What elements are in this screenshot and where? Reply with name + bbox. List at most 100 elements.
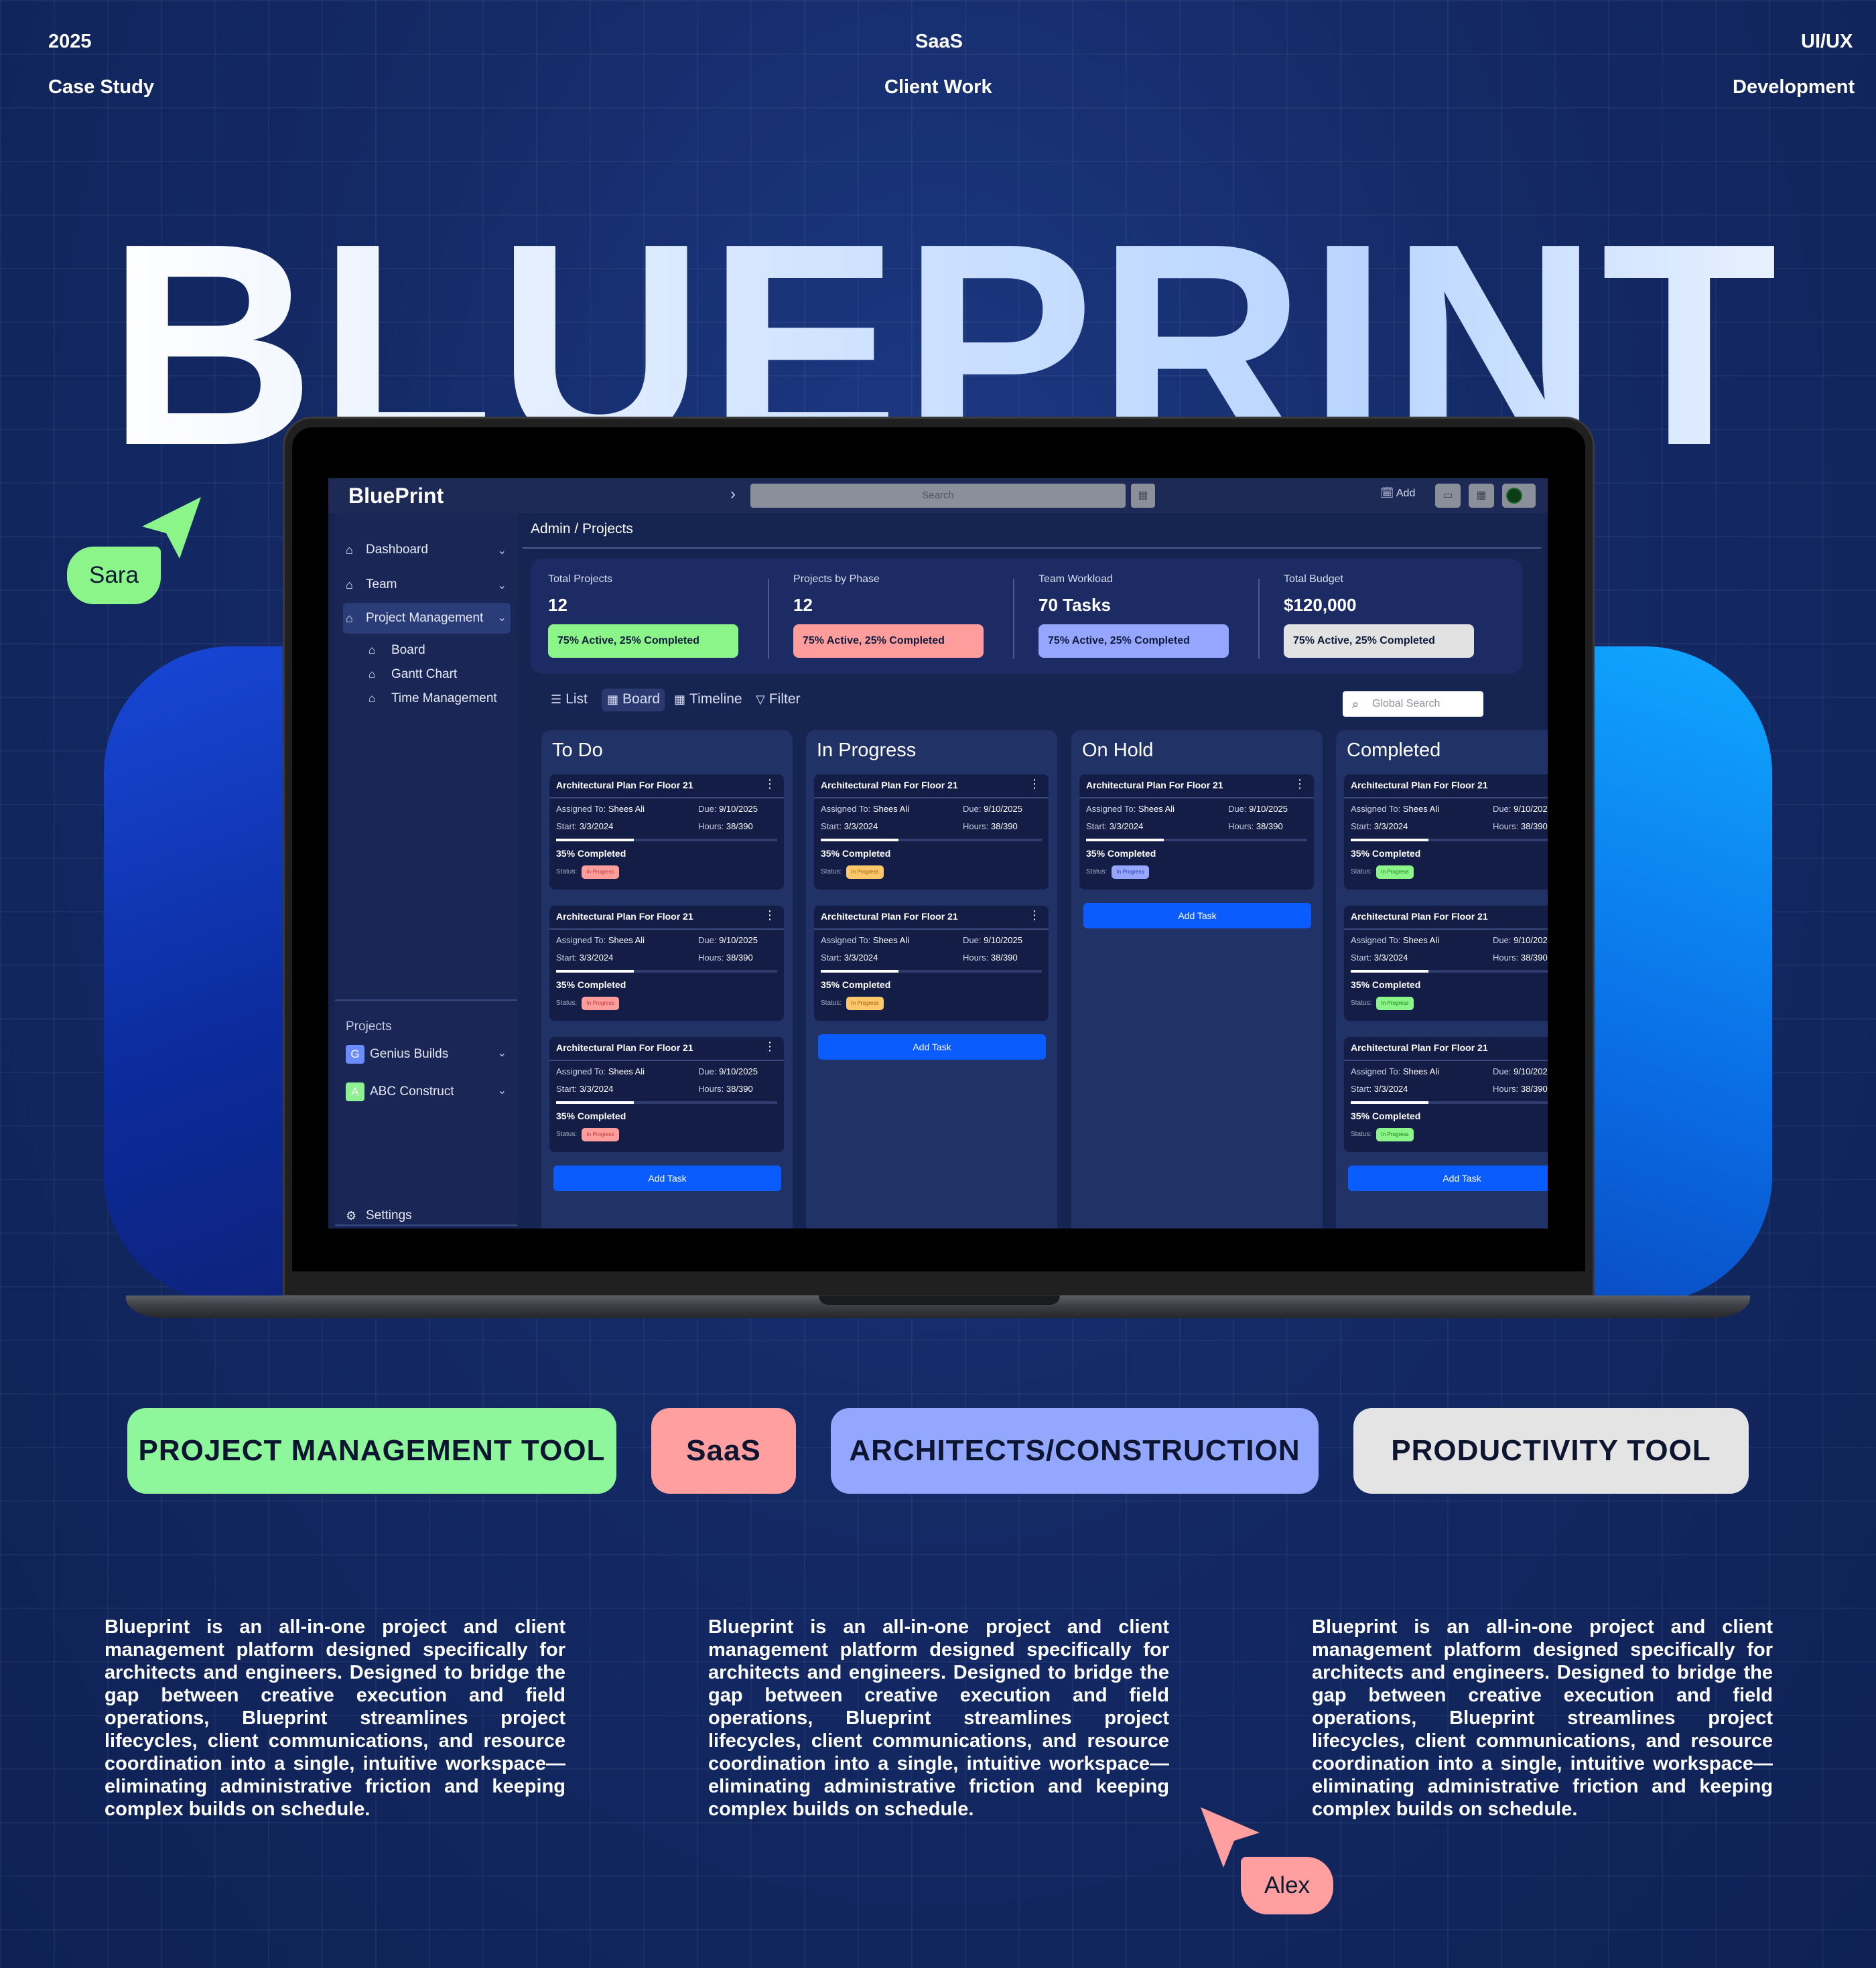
- sidebar-item-project-management[interactable]: ⌂ Project Management: [346, 611, 483, 626]
- column-title: To Do: [552, 740, 603, 761]
- task-card[interactable]: Architectural Plan For Floor 21⋮Assigned…: [1344, 906, 1548, 1021]
- add-task-button[interactable]: Add Task: [553, 1166, 781, 1191]
- user-menu[interactable]: [1502, 484, 1536, 508]
- chevron-down-icon[interactable]: ⌄: [497, 1085, 507, 1097]
- stat-value: 70 Tasks: [1038, 595, 1111, 615]
- add-task-button[interactable]: Add Task: [1083, 903, 1311, 928]
- status-badge: In Progress: [1112, 865, 1149, 879]
- sidebar-item-dashboard[interactable]: ⌂ Dashboard: [346, 543, 428, 557]
- task-title: Architectural Plan For Floor 21: [1086, 780, 1223, 790]
- task-assigned: Assigned To: Shees Ali: [1351, 1066, 1439, 1076]
- sidebar-divider: [335, 1224, 517, 1226]
- task-card[interactable]: Architectural Plan For Floor 21 ⋮ Assigned…: [1079, 774, 1314, 890]
- status-label: Status:: [1351, 1131, 1372, 1138]
- view-label: Board: [622, 691, 661, 707]
- start-value: 3/3/2024: [844, 953, 878, 963]
- status-label: Status:: [821, 868, 842, 875]
- kebab-menu-icon[interactable]: ⋮: [764, 777, 776, 790]
- task-start: Start: 3/3/2024: [821, 953, 878, 963]
- view-timeline[interactable]: ▦ Timeline: [674, 691, 742, 707]
- sidebar-subitem-time-management[interactable]: ⌂ Time Management: [368, 691, 497, 706]
- due-value: 9/10/2025: [984, 804, 1022, 814]
- sidebar-project-label: ABC Construct: [370, 1084, 454, 1099]
- task-due: Due: 9/10/2025: [1493, 804, 1548, 814]
- chevron-down-icon[interactable]: ⌄: [497, 612, 507, 624]
- progress-text: 35% Completed: [1351, 848, 1421, 859]
- assigned-value: Shees Ali: [1138, 804, 1175, 814]
- kebab-menu-icon[interactable]: ⋮: [764, 908, 776, 922]
- cursor-arrow-icon: [1201, 1807, 1260, 1868]
- search-input[interactable]: Search: [750, 484, 1126, 508]
- sidebar-subitem-board[interactable]: ⌂ Board: [368, 643, 425, 658]
- sidebar-project-abc-construct[interactable]: A ABC Construct: [346, 1082, 454, 1101]
- task-assigned: Assigned To: Shees Ali: [1086, 804, 1175, 814]
- task-card[interactable]: Architectural Plan For Floor 21⋮Assigned…: [814, 906, 1049, 1021]
- sidebar-subitem-label: Board: [391, 643, 425, 657]
- status-badge: In Progress: [1376, 1128, 1414, 1141]
- stat-label: Team Workload: [1038, 573, 1113, 585]
- task-card[interactable]: Architectural Plan For Floor 21⋮Assigned…: [1344, 774, 1548, 890]
- kebab-menu-icon[interactable]: ⋮: [764, 1040, 776, 1053]
- task-assigned: Assigned To: Shees Ali: [821, 935, 909, 945]
- progress-track: [556, 1101, 777, 1104]
- progress-text: 35% Completed: [1351, 979, 1421, 990]
- status-label: Status:: [556, 999, 578, 1007]
- view-active-highlight: [602, 689, 665, 711]
- start-label: Start:: [1351, 821, 1372, 831]
- task-card[interactable]: Architectural Plan For Floor 21⋮Assigned…: [1344, 1037, 1548, 1152]
- assigned-label: Assigned To:: [821, 935, 871, 945]
- chevron-down-icon[interactable]: ⌄: [497, 545, 507, 557]
- kebab-menu-icon[interactable]: ⋮: [1294, 777, 1306, 790]
- stat-label: Total Projects: [548, 573, 613, 585]
- progress-fill: [1351, 839, 1428, 841]
- add-task-button[interactable]: Add Task: [818, 1034, 1046, 1060]
- stat-label: Total Budget: [1284, 573, 1343, 585]
- app-topbar: BluePrint › Search ▦ 🗓 Add ▭ ▦: [328, 478, 1548, 513]
- meta-client-work: Client Work: [884, 76, 992, 98]
- chevron-down-icon[interactable]: ⌄: [497, 580, 507, 591]
- progress-track: [821, 839, 1042, 841]
- sidebar-item-team[interactable]: ⌂ Team: [346, 577, 397, 592]
- view-board[interactable]: ▦ Board: [607, 691, 660, 707]
- status-label: Status:: [1086, 868, 1108, 875]
- start-label: Start:: [1351, 1084, 1372, 1094]
- sidebar-item-settings[interactable]: ⚙ Settings: [346, 1208, 412, 1223]
- chevron-down-icon[interactable]: ⌄: [497, 1048, 507, 1059]
- meta-development: Development: [1733, 76, 1855, 98]
- kebab-menu-icon[interactable]: ⋮: [1028, 777, 1041, 790]
- sidebar-project-genius-builds[interactable]: G Genius Builds: [346, 1045, 448, 1064]
- chevron-right-icon[interactable]: ›: [730, 485, 736, 503]
- add-button[interactable]: 🗓 Add: [1380, 486, 1415, 500]
- global-search-input[interactable]: ⌕ Global Search: [1343, 691, 1483, 717]
- view-list[interactable]: ☰ List: [551, 691, 588, 707]
- task-card[interactable]: Architectural Plan For Floor 21⋮Assigned…: [549, 774, 784, 890]
- hours-label: Hours:: [698, 1084, 724, 1094]
- home-icon: ⌂: [368, 692, 376, 705]
- due-value: 9/10/2025: [719, 1066, 758, 1076]
- status-label: Status:: [556, 1131, 578, 1138]
- view-filter[interactable]: ▽ Filter: [756, 691, 801, 707]
- task-card[interactable]: Architectural Plan For Floor 21⋮Assigned…: [814, 774, 1049, 890]
- grid-icon[interactable]: ▦: [1469, 484, 1494, 508]
- task-card[interactable]: Architectural Plan For Floor 21⋮Assigned…: [549, 906, 784, 1021]
- start-label: Start:: [1351, 953, 1372, 963]
- progress-track: [1351, 1101, 1548, 1104]
- tag-saas: SaaS: [651, 1408, 796, 1494]
- card-divider: [814, 797, 1049, 798]
- app-brand[interactable]: BluePrint: [348, 484, 444, 508]
- due-label: Due:: [698, 1066, 717, 1076]
- task-card[interactable]: Architectural Plan For Floor 21⋮Assigned…: [549, 1037, 784, 1152]
- sidebar-subitem-gantt-chart[interactable]: ⌂ Gantt Chart: [368, 667, 457, 682]
- add-task-button[interactable]: Add Task: [1348, 1166, 1548, 1191]
- chat-icon[interactable]: ▭: [1435, 484, 1461, 508]
- hours-value: 38/390: [1520, 1084, 1548, 1094]
- progress-fill: [821, 970, 898, 973]
- hours-label: Hours:: [963, 953, 989, 963]
- progress-text: 35% Completed: [1351, 1111, 1421, 1121]
- task-due: Due: 9/10/2025: [1228, 804, 1288, 814]
- kebab-menu-icon[interactable]: ⋮: [1028, 908, 1041, 922]
- task-hours: Hours: 38/390: [698, 821, 753, 831]
- calendar-icon[interactable]: ▦: [1131, 484, 1155, 508]
